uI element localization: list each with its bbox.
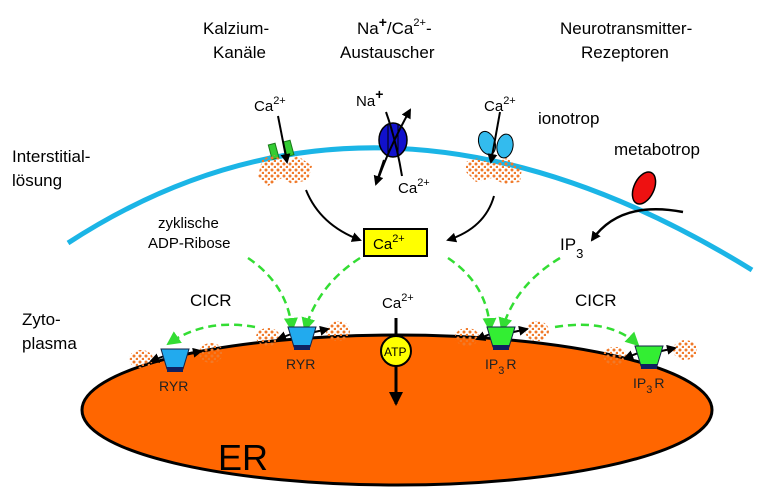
header-exchanger: Na+/Ca2+- Austauscher [340, 14, 435, 62]
ryr-label: RYR [159, 378, 188, 394]
metabotropic-receptor: metabotrop IP3 [560, 140, 700, 261]
svg-text:Ca2+: Ca2+ [373, 233, 405, 253]
svg-text:Austauscher: Austauscher [340, 43, 435, 62]
ip3-production-arrow [590, 208, 684, 242]
ca-out-path [385, 111, 403, 177]
ryr-receptor: RYR [129, 343, 223, 394]
na-ca-exchanger: Na+ Ca2+ [356, 86, 430, 197]
label-cicr-left: CICR [190, 291, 232, 310]
svg-text:ATP: ATP [384, 345, 406, 359]
svg-text:Ca2+: Ca2+ [398, 177, 430, 197]
svg-text:Kanäle: Kanäle [213, 43, 266, 62]
label-er: ER [218, 437, 268, 478]
svg-text:Neurotransmitter-: Neurotransmitter- [560, 19, 692, 38]
label-cicr-right: CICR [575, 291, 617, 310]
influx-arrow-left [305, 189, 362, 242]
svg-text:metabotrop: metabotrop [614, 140, 700, 159]
svg-text:lösung: lösung [12, 171, 62, 190]
svg-text:Ca2+: Ca2+ [254, 95, 286, 115]
svg-text:Rezeptoren: Rezeptoren [581, 43, 669, 62]
svg-text:Kalzium-: Kalzium- [203, 19, 269, 38]
ryr-receptor: RYR [256, 321, 350, 372]
calcium-channel: Ca2+ [254, 95, 312, 186]
ryr-label: RYR [286, 356, 315, 372]
label-interstitial: Interstitial- lösung [12, 147, 90, 190]
label-cytoplasm: Zyto- plasma [22, 310, 77, 353]
svg-text:zyklische: zyklische [158, 215, 219, 232]
svg-text:ionotrop: ionotrop [538, 109, 599, 128]
label-cyclic-adp-ribose: zyklische ADP-Ribose [148, 215, 231, 252]
header-calcium-channels: Kalzium- Kanäle [203, 19, 269, 62]
influx-arrow-right [446, 195, 495, 243]
svg-text:Zyto-: Zyto- [22, 310, 61, 329]
calcium-pump-atp: Ca2+ ATP [380, 292, 414, 406]
svg-text:Interstitial-: Interstitial- [12, 147, 90, 166]
header-neurotransmitter-receptors: Neurotransmitter- Rezeptoren [560, 19, 692, 62]
svg-text:Na+: Na+ [356, 86, 383, 110]
svg-text:Ca2+: Ca2+ [484, 95, 516, 115]
svg-text:Na+/Ca2+-: Na+/Ca2+- [357, 14, 432, 38]
cytosolic-calcium-box: Ca2+ [363, 228, 428, 257]
svg-text:plasma: plasma [22, 334, 77, 353]
svg-text:IP3: IP3 [560, 235, 583, 261]
signaling-arrows [166, 256, 640, 347]
ionotropic-receptor: Ca2+ ionotrop [466, 95, 599, 184]
svg-text:Ca2+: Ca2+ [382, 292, 414, 312]
svg-text:ADP-Ribose: ADP-Ribose [148, 235, 231, 252]
